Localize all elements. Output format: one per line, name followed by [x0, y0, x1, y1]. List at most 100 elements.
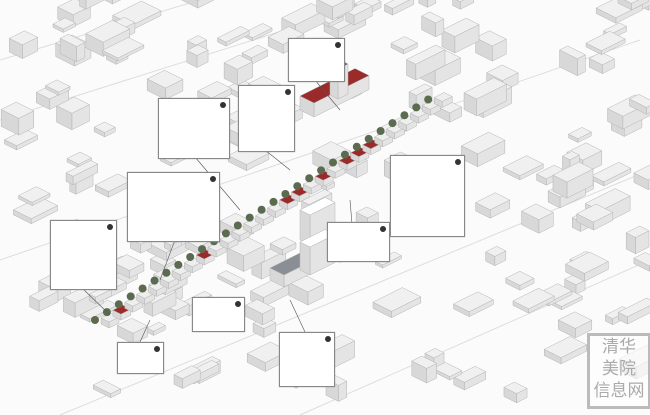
callout-detail-4	[127, 172, 220, 242]
building-side	[112, 0, 122, 5]
tree	[388, 119, 397, 128]
building-side	[299, 241, 311, 276]
building-side	[452, 0, 461, 10]
tree	[126, 292, 135, 301]
building-roof	[625, 225, 650, 238]
building-roof	[591, 161, 632, 183]
tree	[198, 245, 207, 254]
building-side	[460, 0, 474, 10]
building-roof	[441, 17, 480, 37]
callout-detail-5	[50, 220, 117, 290]
building-roof	[101, 37, 145, 59]
building-roof	[558, 45, 586, 60]
callout-detail-7	[327, 222, 390, 262]
building-side	[79, 0, 87, 10]
callout-detail-1	[288, 38, 345, 82]
callout-marker	[335, 42, 341, 48]
callout-marker	[285, 89, 291, 95]
building-roof	[8, 30, 39, 46]
building-side	[105, 0, 113, 5]
building-roof	[52, 17, 76, 30]
building-roof	[244, 299, 275, 315]
building-roof	[301, 189, 333, 205]
building-roof	[269, 236, 297, 250]
callout-marker	[220, 102, 226, 108]
callout-detail-9	[279, 332, 335, 387]
building-roof	[355, 206, 379, 219]
leader-line	[264, 149, 291, 171]
building-roof	[453, 365, 487, 383]
building-roof	[502, 155, 544, 176]
callout-marker	[107, 224, 113, 230]
tree	[376, 127, 385, 135]
building-roof	[146, 321, 166, 332]
tree	[162, 268, 171, 277]
callout-marker	[455, 159, 461, 165]
building-side	[418, 0, 428, 8]
building-roof	[452, 291, 494, 313]
building-roof	[617, 297, 650, 318]
building-roof	[433, 92, 453, 102]
tree	[281, 190, 290, 198]
tree	[221, 229, 230, 238]
building-roof	[561, 151, 580, 161]
building-roof	[588, 51, 616, 66]
building-roof	[312, 141, 351, 161]
building-roof	[44, 79, 71, 93]
building-roof	[552, 161, 594, 183]
callout-marker	[154, 346, 160, 352]
building-roof	[186, 35, 208, 46]
callout-marker	[235, 301, 241, 307]
building-roof	[66, 151, 93, 165]
building-roof	[383, 0, 410, 9]
tree	[352, 142, 361, 151]
building-roof	[59, 33, 86, 47]
tree	[269, 197, 278, 206]
callout-detail-3	[158, 98, 230, 159]
tree	[293, 182, 302, 191]
building-roof	[557, 311, 593, 329]
building-roof	[0, 101, 35, 119]
tree	[424, 95, 433, 104]
callout-marker	[325, 336, 331, 342]
building-roof	[512, 287, 555, 310]
building-roof	[29, 286, 59, 302]
building-side	[427, 0, 437, 8]
tree	[329, 158, 337, 167]
building-roof	[93, 121, 116, 133]
building-roof	[486, 64, 519, 81]
tree	[245, 213, 254, 222]
road-line	[299, 259, 650, 415]
building-roof	[576, 203, 614, 223]
building-roof	[520, 203, 554, 221]
tree	[364, 134, 373, 143]
watermark-line: 美院	[602, 359, 636, 379]
tree	[317, 166, 326, 175]
building-roof	[475, 192, 511, 211]
watermark-line: 清华	[602, 337, 636, 357]
building-roof	[299, 197, 336, 216]
building-roof	[565, 251, 609, 274]
building-roof	[241, 44, 269, 59]
building-roof	[485, 246, 507, 257]
building-roof	[372, 287, 422, 312]
building-roof	[223, 54, 254, 70]
tree	[233, 221, 242, 230]
leader-line	[314, 79, 341, 111]
building-roof	[186, 44, 209, 56]
building-side	[181, 0, 199, 9]
building-roof	[411, 355, 438, 369]
building-roof	[460, 131, 506, 155]
tree	[305, 174, 314, 183]
building-roof	[624, 0, 639, 4]
building-roof	[628, 94, 650, 108]
leader-line	[81, 287, 111, 316]
leader-line	[139, 319, 151, 343]
leader-line	[159, 239, 176, 281]
building-roof	[408, 83, 433, 96]
building-roof	[242, 23, 273, 39]
tree	[340, 150, 349, 159]
building-roof	[317, 0, 348, 8]
tree	[138, 284, 147, 293]
